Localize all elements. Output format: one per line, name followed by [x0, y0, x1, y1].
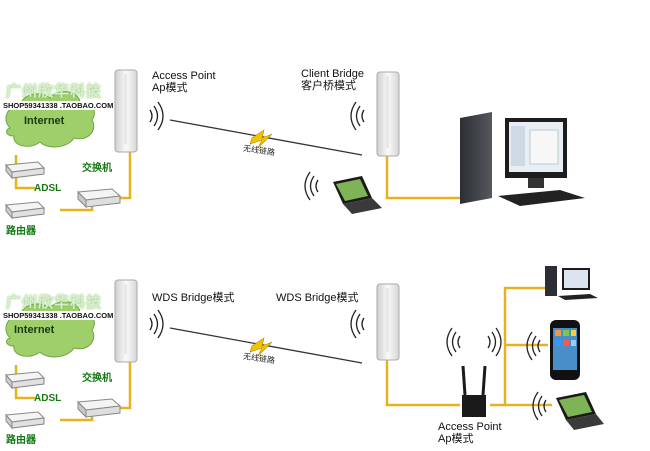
- wireless-signal-icon: [304, 171, 319, 201]
- lightning-bolt-icon: [249, 337, 273, 357]
- wireless-router-icon: [461, 365, 487, 417]
- router-icon: [4, 201, 46, 220]
- router-icon: [4, 411, 46, 430]
- watermark-top: 广州欣华科技: [6, 84, 103, 100]
- access-point-left-icon: [114, 69, 138, 153]
- adsl-modem-icon: [4, 161, 46, 180]
- left-mode-line1-top: Access Point: [152, 70, 216, 82]
- switch-icon: [76, 398, 122, 419]
- internet-label-top: Internet: [24, 115, 65, 127]
- right-mode-bottom: WDS Bridge模式: [276, 292, 359, 304]
- shop-url-bottom: SHOP59341338 .TAOBAO.COM: [2, 311, 115, 320]
- router-label-bottom: 路由器: [6, 435, 36, 446]
- router-label-top: 路由器: [6, 226, 36, 237]
- lightning-bolt-icon: [249, 129, 273, 149]
- adsl-label-bottom: ADSL: [34, 393, 62, 404]
- desktop-computer-icon: [460, 112, 585, 206]
- smartphone-icon: [550, 320, 580, 380]
- adsl-modem-icon: [4, 371, 46, 390]
- ap-mode-line2-bottom: Ap模式: [438, 433, 474, 445]
- laptop-icon: [333, 176, 382, 214]
- internet-label-bottom: Internet: [14, 324, 55, 336]
- top-scenario: [4, 69, 585, 220]
- wireless-signal-icon: [350, 101, 365, 131]
- right-mode-line2-top: 客户桥模式: [301, 80, 356, 92]
- wireless-signal-icon: [446, 327, 502, 357]
- wireless-signal-icon: [149, 309, 164, 339]
- wireless-signal-icon: [532, 391, 547, 421]
- wireless-signal-icon: [526, 331, 541, 361]
- wds-bridge-left-icon: [114, 279, 138, 363]
- wireless-signal-icon: [350, 309, 365, 339]
- wireless-signal-icon: [149, 101, 164, 131]
- ap-mode-line1-bottom: Access Point: [438, 421, 502, 433]
- left-mode-bottom: WDS Bridge模式: [152, 292, 235, 304]
- desktop-computer-icon: [545, 266, 598, 300]
- adsl-label-top: ADSL: [34, 183, 62, 194]
- switch-label-bottom: 交换机: [82, 373, 112, 384]
- laptop-icon: [556, 392, 604, 430]
- access-point-right-icon: [376, 71, 400, 157]
- left-mode-line2-top: Ap模式: [152, 82, 188, 94]
- right-mode-line1-top: Client Bridge: [301, 68, 364, 80]
- watermark-bottom: 广州欣华科技: [6, 295, 103, 311]
- shop-url-top: SHOP59341338 .TAOBAO.COM: [2, 101, 115, 110]
- switch-label-top: 交换机: [82, 163, 112, 174]
- switch-icon: [76, 188, 122, 209]
- wds-bridge-right-icon: [376, 283, 400, 361]
